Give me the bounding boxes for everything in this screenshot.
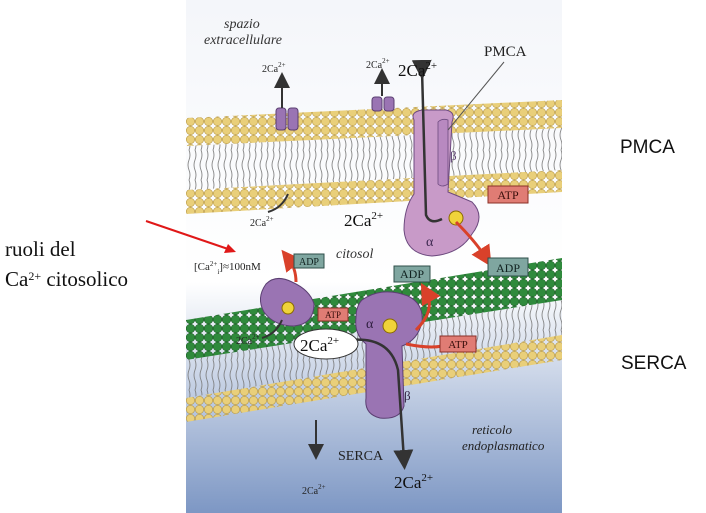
extracellular-label-2: extracellulare (204, 33, 282, 48)
atp-box-pmca: ATP (487, 185, 529, 204)
svg-text:ATP: ATP (448, 339, 468, 351)
calcium-pump-diagram: ATP ADP ADP ADP ATP ATP β α α β spazio e… (186, 0, 562, 513)
pmca-pump (403, 59, 492, 267)
serca-pump-right (349, 282, 449, 470)
pmca-alpha-label: α (426, 235, 434, 250)
extracellular-label-1: spazio (224, 17, 260, 32)
serca-beta-label: β (404, 388, 411, 403)
atp-box-serca-right: ATP (439, 335, 477, 353)
er-label-1: reticolo (472, 422, 512, 437)
cytosol-label: citosol (336, 247, 373, 262)
pointer-arrow (145, 220, 236, 253)
roles-line-1: ruoli del (5, 237, 76, 261)
ca-label-er-2: 2Ca2+ (394, 472, 433, 492)
calcium-channel-left (275, 107, 299, 131)
ca-label-extracellular-1: 2Ca2+ (262, 61, 286, 75)
er-label-2: endoplasmatico (462, 438, 545, 453)
ca-label-serca-bubble: 2Ca2+ (293, 328, 359, 360)
figure-background (186, 0, 562, 513)
ca-label-pmca-in: 2Ca2+ (344, 210, 383, 230)
influx-arrow (267, 193, 289, 213)
svg-text:ADP: ADP (496, 261, 520, 275)
calcium-roles-caption: ruoli del Ca2+ citosolico (5, 234, 128, 294)
serca-label: SERCA (338, 449, 384, 464)
serca-pump-left (260, 249, 315, 327)
svg-text:ATP: ATP (325, 310, 341, 320)
adp-box-serca-right: ADP (393, 265, 431, 283)
serca-side-label: SERCA (621, 353, 687, 374)
calcium-channel-right (371, 96, 395, 112)
pmca-label: PMCA (484, 44, 527, 60)
svg-text:2Ca2+: 2Ca2+ (300, 335, 339, 355)
svg-text:ADP: ADP (400, 267, 424, 281)
svg-text:ATP: ATP (497, 188, 519, 202)
ca-label-extracellular-2: 2Ca2+ (366, 57, 390, 71)
ca-label-serca-left: 2Ca2+ (236, 333, 260, 347)
serca-left-arrow (261, 319, 283, 339)
pmca-side-label: PMCA (620, 137, 675, 158)
ca-label-er-1: 2Ca2+ (302, 483, 326, 497)
serca-alpha-label: α (366, 317, 374, 332)
pmca-beta-label: β (450, 148, 457, 163)
concentration-label: [Ca2+i]≈100nM (194, 260, 261, 276)
ca-label-pmca-out: 2Ca2+ (398, 60, 437, 80)
svg-text:ADP: ADP (299, 257, 319, 268)
roles-line-2: Ca2+ citosolico (5, 267, 129, 291)
plasma-membrane (186, 100, 562, 214)
adp-box-pmca: ADP (487, 257, 529, 277)
adp-box-cytosol: ADP (293, 253, 325, 269)
ca-label-influx: 2Ca2+ (250, 215, 274, 229)
atp-box-serca-left: ATP (317, 307, 349, 322)
